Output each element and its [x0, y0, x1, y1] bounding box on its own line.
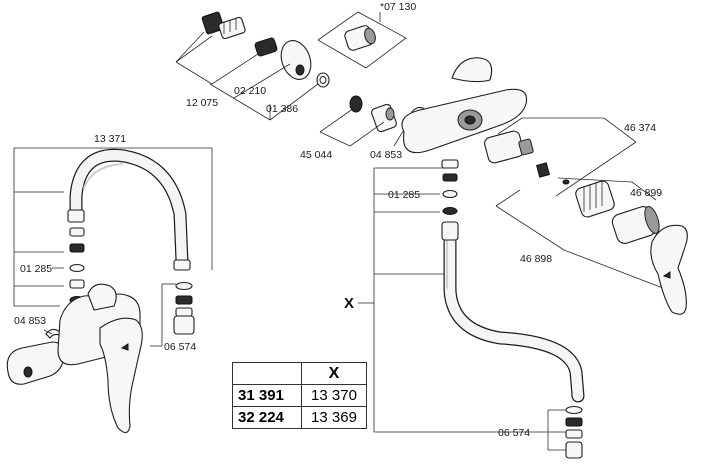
spout-seals-left [69, 227, 85, 304]
pin-small [562, 179, 570, 185]
spout-seals-right [441, 159, 459, 215]
label-45044: 45 044 [300, 149, 332, 161]
label-46374: 46 374 [624, 122, 656, 134]
label-04853-right: 04 853 [370, 149, 402, 161]
mixer-body-left [6, 283, 143, 434]
nut-02210 [254, 37, 278, 57]
table-header-cell [232, 362, 302, 385]
threaded-connector-12075 [201, 11, 246, 40]
label-12075: 12 075 [186, 97, 218, 109]
cap-46899 [611, 206, 660, 244]
check-valve-45044 [349, 95, 397, 133]
dimension-x-label: X [344, 295, 354, 312]
leader-12075 [175, 31, 205, 63]
ring-small-top [316, 72, 330, 88]
label-01285-left: 01 285 [20, 263, 52, 275]
s-spout-right [441, 221, 585, 403]
table-header-cell: X [301, 362, 367, 385]
table-row: 31 391 13 370 [232, 384, 367, 407]
variant-table: X 31 391 13 370 32 224 13 369 [232, 362, 367, 429]
label-06574-left: 06 574 [164, 341, 196, 353]
label-46898: 46 898 [520, 253, 552, 265]
table-cell-model: 31 391 [232, 384, 302, 407]
leader-07130-box [317, 11, 407, 69]
cartridge-adapter-07130 [344, 25, 376, 51]
lever-handle-right [650, 224, 688, 315]
table-header-row: X [232, 362, 367, 385]
threaded-sleeve-46898 [575, 180, 615, 218]
mixer-body-right [401, 57, 528, 154]
aerator-right [565, 405, 583, 459]
swan-neck-spout-left [67, 148, 191, 271]
aerator-left [173, 281, 195, 335]
table-cell-model: 32 224 [232, 406, 302, 429]
label-06574-right: 06 574 [498, 427, 530, 439]
label-02210: 02 210 [234, 85, 266, 97]
table-row: 32 224 13 369 [232, 406, 367, 429]
rosette-01386 [280, 40, 312, 80]
label-01386: 01 386 [266, 103, 298, 115]
table-cell-spout: 13 370 [301, 384, 367, 407]
label-46899: 46 899 [630, 187, 662, 199]
label-13371: 13 371 [94, 133, 126, 145]
label-04853-left: 04 853 [14, 315, 46, 327]
cartridge-46374 [484, 130, 550, 178]
label-01285-right: 01 285 [388, 189, 420, 201]
label-07130: *07 130 [380, 1, 416, 13]
table-cell-spout: 13 369 [301, 406, 367, 429]
